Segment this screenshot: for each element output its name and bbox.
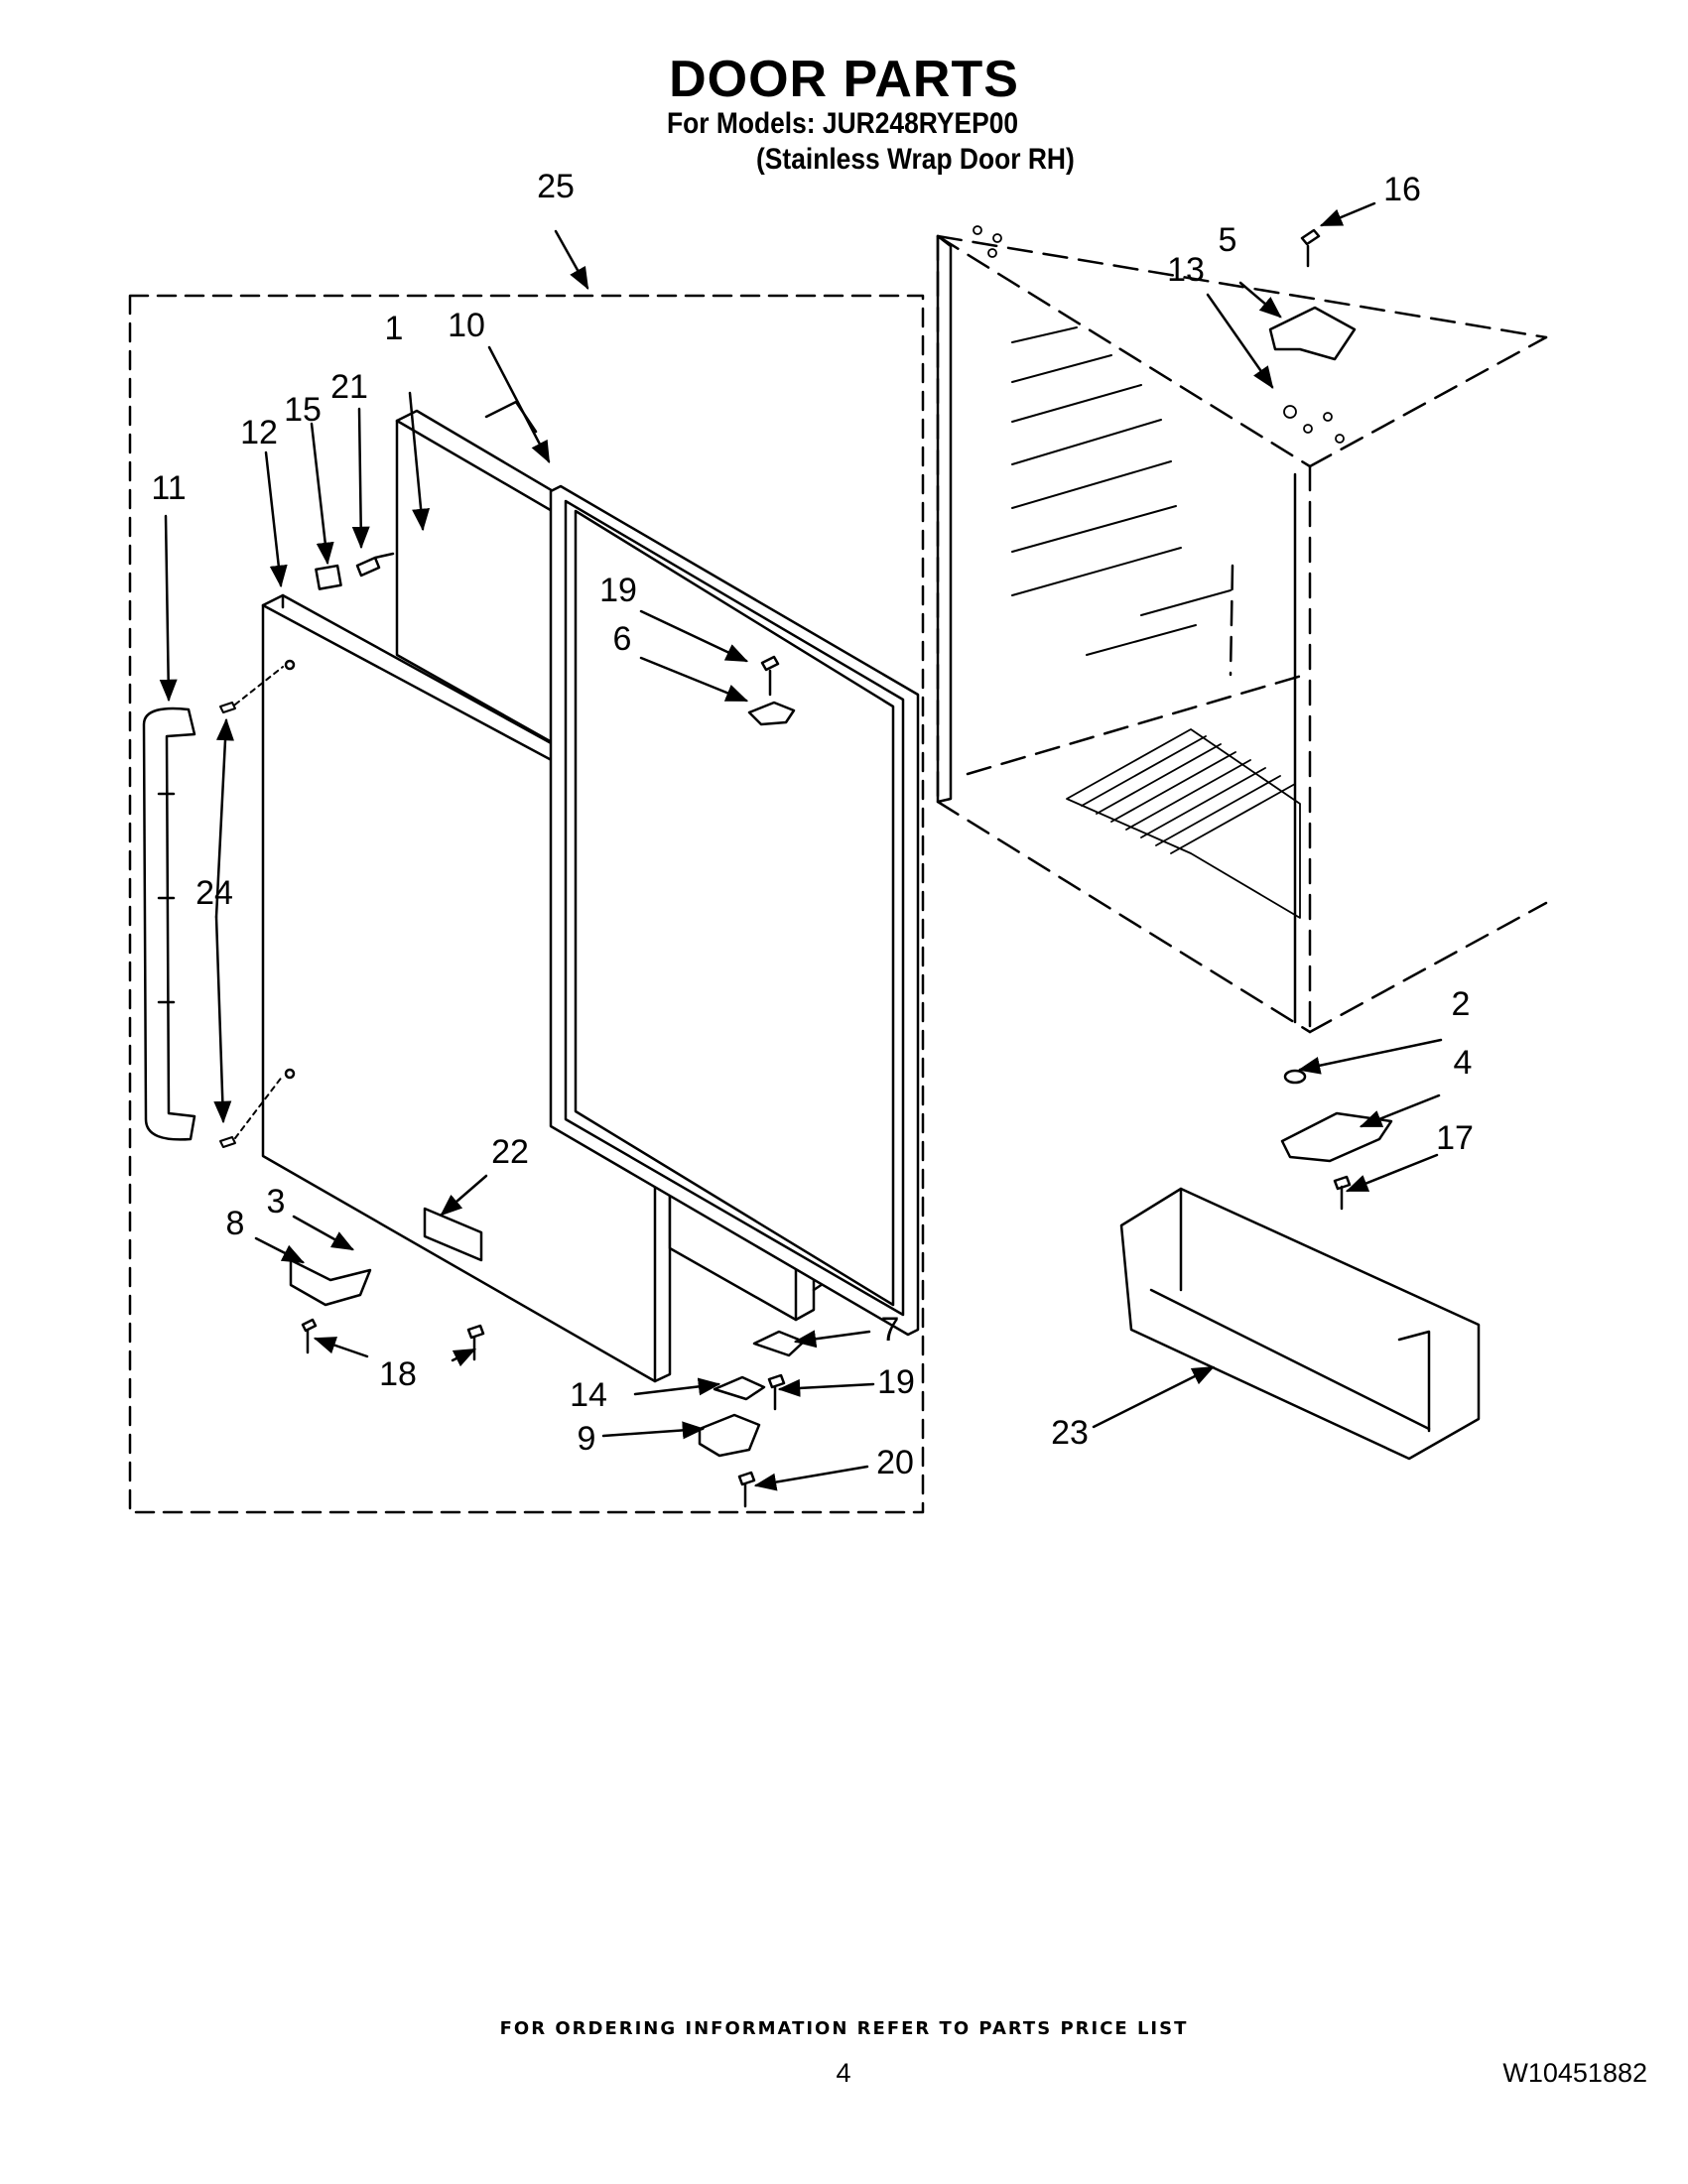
cabinet-floor-vent [1066,728,1301,919]
bottom-bracket [698,1413,761,1458]
nameplate [423,1207,483,1262]
callout-12: 12 [240,414,278,451]
leader-lines [159,201,1443,1491]
door-stop-bracket [289,1258,372,1307]
closing-cam [713,1375,766,1401]
pivot-screw-top [760,655,780,697]
callout-15: 15 [284,391,322,429]
door-assembly-boundary [128,294,925,1514]
callout-4: 4 [1454,1044,1473,1082]
callout-19-top: 19 [599,572,637,609]
callout-13: 13 [1167,251,1205,289]
cabinet-outline [936,234,1548,1034]
callout-5: 5 [1219,221,1237,259]
callout-17: 17 [1436,1119,1474,1157]
document-number: W10451882 [1502,2058,1647,2088]
bottom-bracket-screw [737,1471,756,1508]
door-gasket [549,484,920,1337]
callout-10: 10 [448,307,485,344]
callout-24: 24 [195,874,233,912]
callout-16: 16 [1383,171,1421,208]
bottom-screw-left-a [301,1318,318,1354]
callout-14: 14 [570,1376,607,1414]
cabinet-top-holes [973,225,1345,444]
bottom-pivot-screw [767,1373,786,1411]
cabinet-front-frame [936,234,1297,1024]
callout-9: 9 [578,1420,596,1458]
top-hinge [1268,306,1357,361]
badge-plate [315,564,342,590]
callout-19-bottom: 19 [877,1363,915,1401]
ordering-note: FOR ORDERING INFORMATION REFER TO PARTS … [499,2018,1189,2039]
variant-line: (Stainless Wrap Door RH) [756,143,1075,176]
callout-25: 25 [537,168,575,205]
callout-11: 11 [151,469,186,507]
callout-8: 8 [226,1205,245,1242]
callout-7: 7 [881,1311,900,1349]
badge-screw [355,552,395,578]
callout-labels: 25 10 1 21 15 12 11 16 5 13 19 6 24 22 3… [151,168,1474,1481]
callout-2: 2 [1452,985,1471,1023]
callout-23: 23 [1051,1414,1089,1452]
hinge-washer [1283,1069,1307,1085]
page-title: DOOR PARTS [669,51,1019,108]
models-line: For Models: JUR248RYEP00 [667,107,1019,140]
cabinet-shelf-slots [1011,326,1232,656]
pivot-bracket-top [747,701,796,726]
callout-20: 20 [876,1444,914,1481]
callout-1: 1 [385,310,404,347]
callout-3: 3 [267,1183,286,1220]
callout-6: 6 [613,620,632,658]
page-number: 4 [836,2058,851,2088]
bottom-screw-left-b [466,1324,485,1361]
callout-18: 18 [379,1355,417,1393]
bottom-hinge-screw [1333,1175,1352,1211]
callout-21: 21 [330,368,368,406]
top-hinge-screw [1300,228,1321,268]
bottom-pivot-plate [752,1330,806,1357]
handle-screws [219,666,284,1148]
door-bin [1119,1187,1481,1461]
door-handle [142,707,196,1141]
callout-22: 22 [491,1133,529,1171]
